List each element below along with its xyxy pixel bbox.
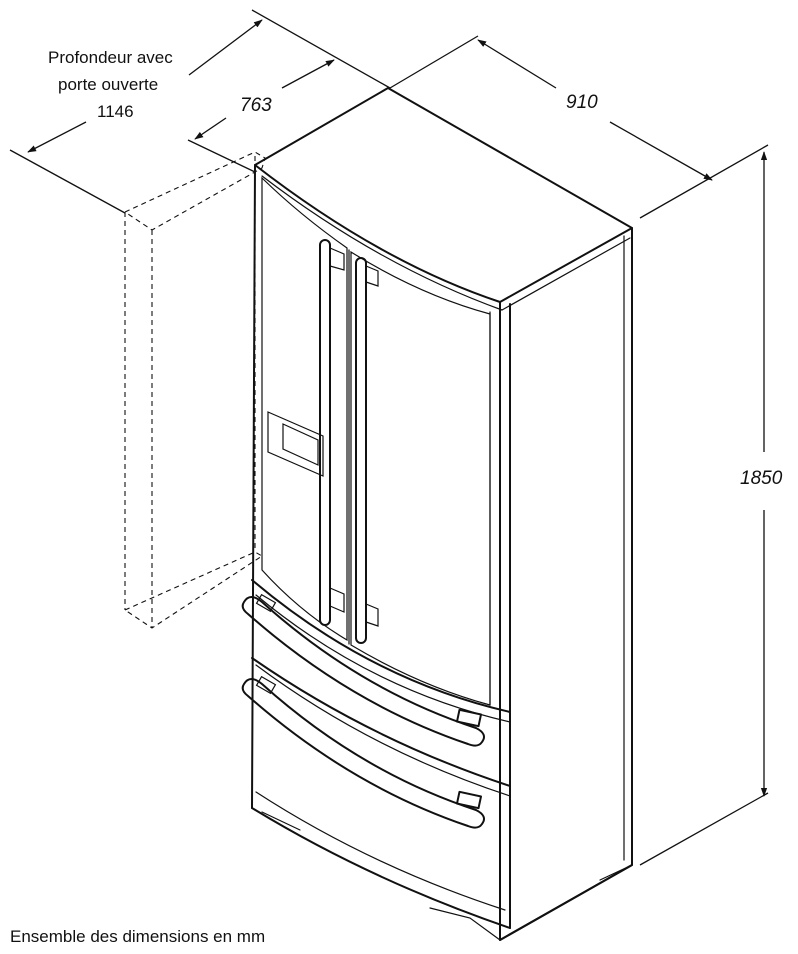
left-door xyxy=(261,176,348,642)
upper-freezer-drawer xyxy=(241,579,511,787)
width-value: 910 xyxy=(566,92,598,113)
extension-line-width-right xyxy=(639,144,769,219)
upper-drawer-handle xyxy=(241,596,485,747)
extension-line-open-back xyxy=(251,9,391,89)
extension-line-open-front xyxy=(9,149,126,214)
control-panel xyxy=(267,411,324,477)
extension-line-height-bottom xyxy=(639,792,769,866)
depth-open-label-line2: porte ouverte xyxy=(58,75,158,94)
cabinet-top xyxy=(254,87,633,303)
left-door-handle xyxy=(319,239,345,626)
cabinet-side xyxy=(499,227,633,941)
height-value: 1850 xyxy=(740,468,783,489)
dimension-arrow-1146-right xyxy=(188,19,263,76)
units-footnote: Ensemble des dimensions en mm xyxy=(10,927,265,946)
depth-open-label-line1: Profondeur avec xyxy=(48,48,173,67)
cabinet-base xyxy=(261,811,633,941)
lower-drawer-handle xyxy=(241,678,485,829)
extension-line-door-front xyxy=(187,139,256,173)
dimension-arrow-910-left xyxy=(477,39,557,89)
open-door-outline xyxy=(123,151,266,629)
refrigerator-body xyxy=(241,87,633,941)
right-door xyxy=(350,250,491,706)
right-door-handle xyxy=(355,257,379,644)
dimension-arrow-763-right xyxy=(281,59,335,89)
depth-value: 763 xyxy=(240,95,272,116)
dimension-lines xyxy=(9,9,769,866)
depth-open-value: 1146 xyxy=(97,102,134,121)
extension-line-width-back xyxy=(389,35,479,89)
dimension-arrow-1146-left xyxy=(27,121,87,153)
dimension-arrow-910-right xyxy=(609,121,713,181)
dimension-arrow-763-left xyxy=(194,117,227,140)
lower-freezer-drawer xyxy=(241,664,511,929)
